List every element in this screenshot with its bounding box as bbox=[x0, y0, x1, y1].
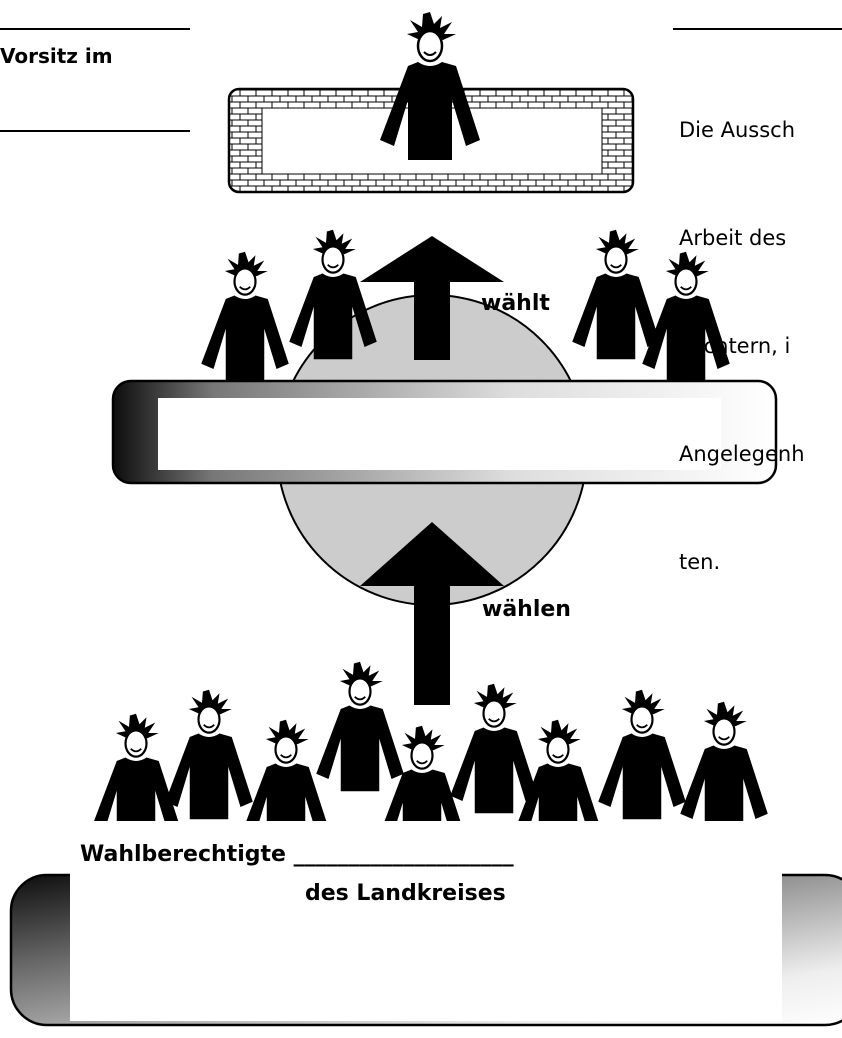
right-note: Die Aussch Arbeit des leichtern, i Angel… bbox=[679, 40, 805, 616]
person-council-2 bbox=[288, 228, 378, 361]
person-voter-6 bbox=[449, 682, 539, 815]
top-left-rule bbox=[0, 28, 190, 30]
top-right-rule bbox=[673, 28, 842, 30]
left-note: Vorsitz im bbox=[0, 44, 113, 68]
voters-panel-blank bbox=[70, 821, 782, 1021]
mid-left-rule bbox=[0, 130, 190, 132]
person-council-1 bbox=[200, 250, 290, 383]
arrow-upper bbox=[360, 236, 504, 360]
arrow-lower bbox=[360, 522, 504, 705]
arrow-upper-label: wählt bbox=[481, 291, 550, 316]
voters-panel-line-1: Wahlberechtigte ____________________ bbox=[80, 842, 514, 867]
right-note-line: ten. bbox=[679, 550, 721, 574]
voters-panel-line-2: des Landkreises bbox=[305, 881, 506, 906]
person-council-3 bbox=[571, 228, 661, 361]
right-note-line: Die Aussch bbox=[679, 118, 796, 142]
person-voter-2 bbox=[164, 688, 254, 821]
arrow-lower-label: wählen bbox=[482, 597, 571, 622]
council-panel-blank bbox=[158, 398, 721, 470]
right-note-line: Angelegenh bbox=[679, 442, 805, 466]
right-note-line: Arbeit des bbox=[679, 226, 787, 250]
right-note-line: leichtern, i bbox=[679, 334, 791, 358]
person-voter-8 bbox=[597, 688, 687, 821]
person-voter-4 bbox=[315, 660, 405, 793]
person-chair bbox=[378, 10, 482, 162]
person-voter-9 bbox=[679, 700, 769, 833]
